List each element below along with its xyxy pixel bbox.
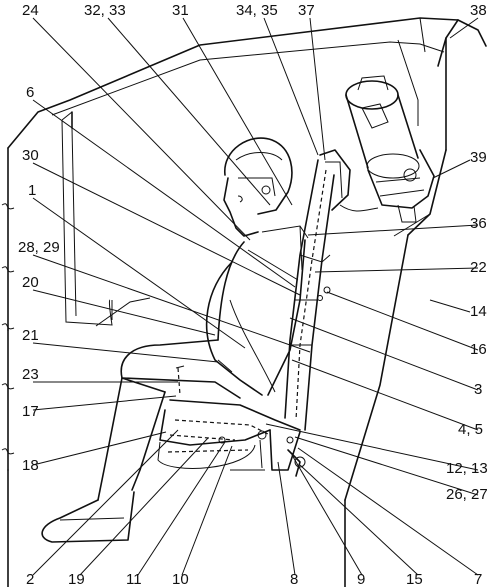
callout-16: 16	[470, 341, 487, 358]
callout-12-13: 12, 13	[446, 460, 488, 477]
callout-19: 19	[68, 571, 85, 587]
callout-14: 14	[470, 303, 487, 320]
callout-3: 3	[474, 381, 482, 398]
callout-10: 10	[172, 571, 189, 587]
callout-4-5: 4, 5	[458, 421, 483, 438]
callout-20: 20	[22, 274, 39, 291]
callout-39: 39	[470, 149, 487, 166]
callout-11: 11	[126, 571, 142, 587]
callout-28-29: 28, 29	[18, 239, 60, 256]
callout-1: 1	[28, 182, 36, 199]
callout-15: 15	[406, 571, 423, 587]
callout-9: 9	[357, 571, 365, 587]
callout-23: 23	[22, 366, 39, 383]
callout-6: 6	[26, 84, 34, 101]
callout-21: 21	[22, 327, 39, 344]
callout-38: 38	[470, 2, 487, 19]
callout-22: 22	[470, 259, 487, 276]
callout-labels: 24 32, 33 31 34, 35 37 38 6 39 30 1 36 2…	[18, 2, 488, 587]
oxygen-cylinder	[339, 75, 435, 223]
callout-34-35: 34, 35	[236, 2, 278, 19]
callout-24: 24	[22, 2, 39, 19]
callout-2: 2	[26, 571, 34, 587]
callout-36: 36	[470, 215, 487, 232]
pilot-figure	[41, 137, 309, 543]
cockpit-structure	[1, 17, 487, 587]
callout-31: 31	[172, 2, 189, 19]
callout-26-27: 26, 27	[446, 486, 488, 503]
callout-8: 8	[290, 571, 298, 587]
callout-30: 30	[22, 147, 39, 164]
callout-32-33: 32, 33	[84, 2, 126, 19]
leader-lines	[32, 17, 479, 576]
callout-37: 37	[298, 2, 315, 19]
seat	[157, 149, 351, 477]
callout-18: 18	[22, 457, 39, 474]
callout-7: 7	[474, 571, 482, 587]
callout-17: 17	[22, 403, 39, 420]
